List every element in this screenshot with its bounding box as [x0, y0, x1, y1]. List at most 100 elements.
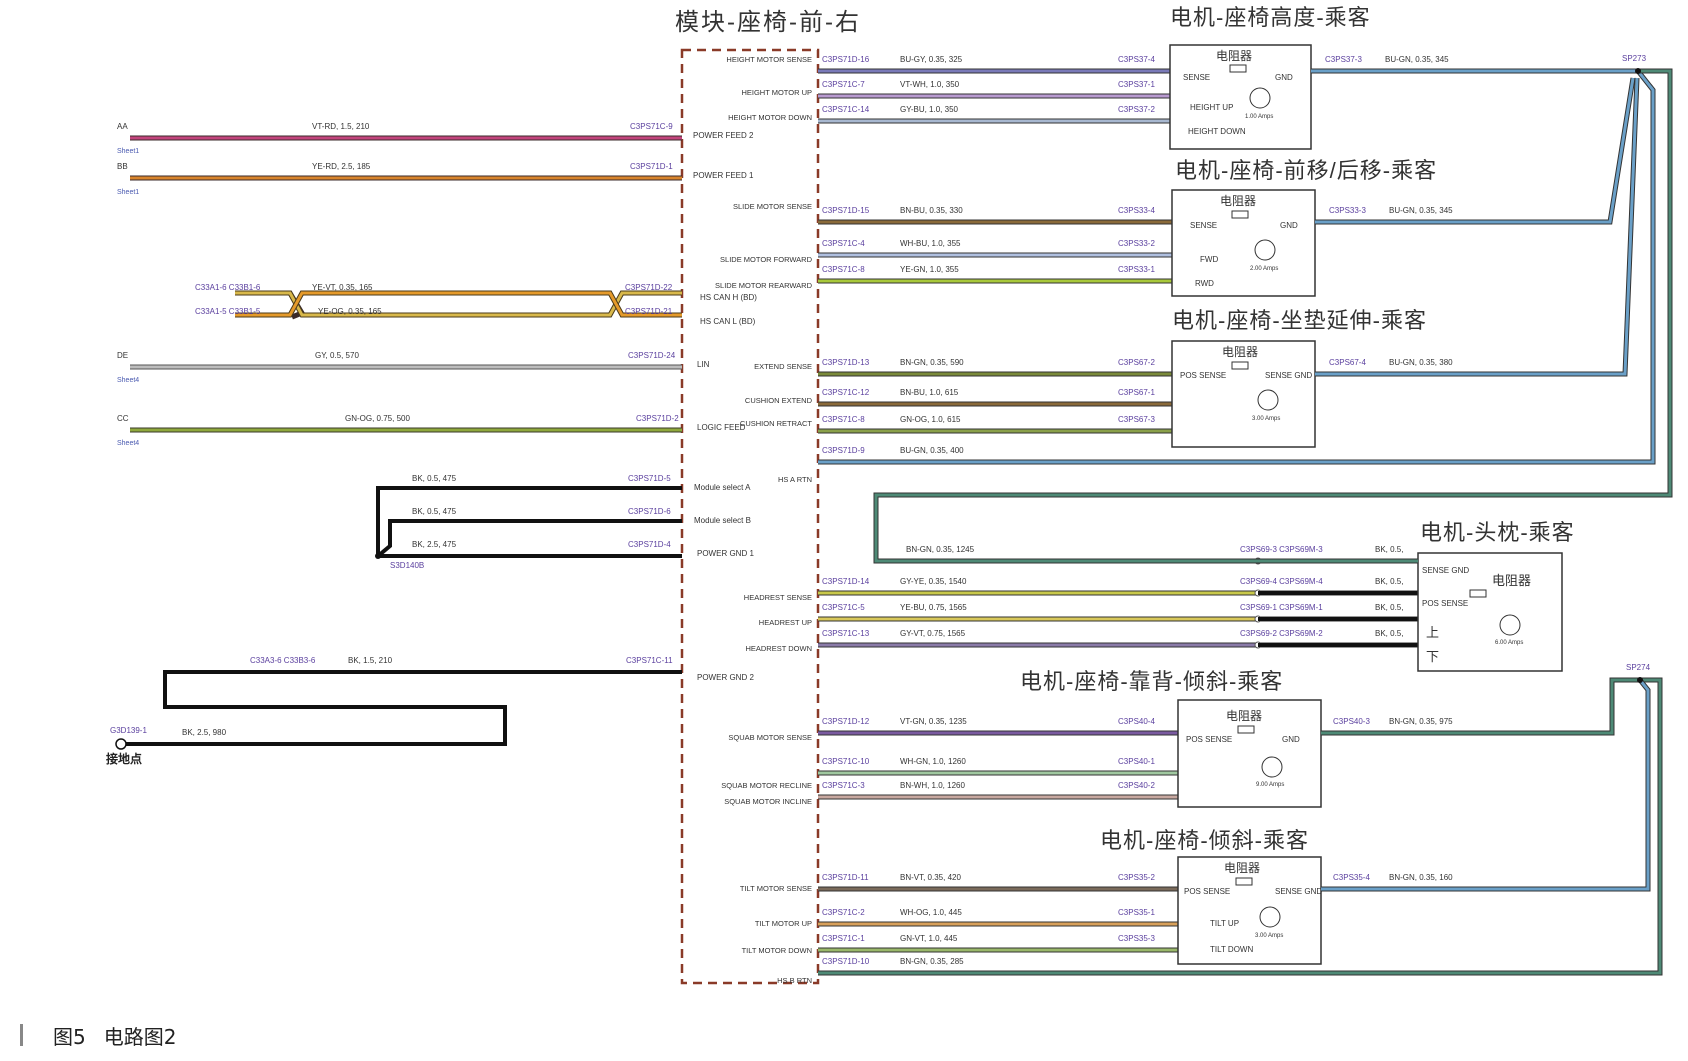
module-pin-label: HS A RTN	[778, 475, 812, 484]
splice-label: S3D140B	[390, 561, 424, 570]
can-left-connectors-h: C33A1-6 C33B1-6	[195, 283, 261, 292]
wire-label: WH-GN, 1.0, 1260	[900, 757, 966, 766]
wire-label-aa: VT-RD, 1.5, 210	[312, 122, 370, 131]
gnd-wire-label-3: BK, 2.5, 475	[412, 540, 457, 549]
wire-de: DE Sheet4 GY, 0.5, 570 C3PS71D-24 LIN	[117, 351, 710, 384]
wire-cc: CC Sheet4 GN-OG, 0.75, 500 C3PS71D-2 LOG…	[117, 414, 746, 447]
wire-sheet-cc: Sheet4	[117, 440, 139, 447]
motor-cushion: 电机-座椅-坐垫延伸-乘客 电阻器 POS SENSE SENSE GND 3.…	[1171, 308, 1426, 448]
motor-out-connector-slide: C3PS33-3	[1329, 206, 1366, 215]
module-pin-label: CUSHION RETRACT	[740, 419, 813, 428]
wire-to-connector: C3PS69-1 C3PS69M-1	[1240, 603, 1323, 612]
pin-hs-can-h: HS CAN H (BD)	[700, 293, 757, 302]
motor-amps: 9.00 Amps	[1256, 782, 1284, 788]
resistor-label-recline: 电阻器	[1226, 709, 1262, 723]
motor-pin-up: 上	[1426, 625, 1439, 640]
motor-pin-pos-sense: POS SENSE	[1184, 887, 1230, 896]
wire-to-connector: C3PS37-4	[1118, 55, 1155, 64]
module-pin-label: SLIDE MOTOR REARWARD	[715, 281, 813, 290]
module-pin-label: HEIGHT MOTOR UP	[741, 88, 812, 97]
wire-label: GY-YE, 0.35, 1540	[900, 577, 967, 586]
motor-headrest: 电机-头枕-乘客 电阻器 SENSE GND POS SENSE 上 下 6.0…	[1417, 520, 1574, 672]
seat-module-front-right: 模块-座椅-前-右	[675, 9, 861, 985]
motor-pin-fwd: FWD	[1200, 255, 1218, 264]
return-wires: SP273 SP274 C3PS37-3 BU-GN, 0.35, 345 C3…	[818, 54, 1673, 976]
wire-to-connector: C3PS69-3 C3PS69M-3	[1240, 545, 1323, 554]
wire-label: VT-WH, 1.0, 350	[900, 80, 960, 89]
wire-from-connector: C3PS71C-10	[822, 757, 870, 766]
motor-pin-gnd: GND	[1275, 73, 1293, 82]
wire-from-connector: C3PS71C-8	[822, 265, 865, 274]
motor-out-connector-height: C3PS37-3	[1325, 55, 1362, 64]
wire-to-connector: C3PS33-2	[1118, 239, 1155, 248]
module-pin-label: HEADREST UP	[759, 618, 812, 627]
splice-sp273: SP273	[1622, 54, 1647, 63]
resistor-label-slide: 电阻器	[1220, 194, 1256, 208]
wire-label: GN-VT, 1.0, 445	[900, 934, 958, 943]
pin-power-gnd-1: POWER GND 1	[697, 549, 754, 558]
wire-tag-de: DE	[117, 351, 128, 360]
motor-amps: 2.00 Amps	[1250, 266, 1278, 272]
motor-pin-rwd: RWD	[1195, 279, 1214, 288]
wire-bb: BB Sheet1 YE-RD, 2.5, 185 C3PS71D-1 POWE…	[117, 162, 754, 196]
wire-from-connector: C3PS71C-12	[822, 388, 870, 397]
pin-lin: LIN	[697, 360, 710, 369]
wire-to-connector: C3PS37-1	[1118, 80, 1155, 89]
figure-title: 电路图2	[103, 1024, 177, 1049]
resistor-icon	[1229, 64, 1247, 73]
gnd-wire-label-2: BK, 0.5, 475	[412, 507, 457, 516]
wire-from-connector: C3PS71D-12	[822, 717, 870, 726]
module-title: 模块-座椅-前-右	[675, 9, 861, 36]
wire-to-connector: C3PS35-1	[1118, 908, 1155, 917]
motor-out-connector-tilt: C3PS35-4	[1333, 873, 1370, 882]
gnd-wire-label-980: BK, 2.5, 980	[182, 728, 227, 737]
wire-extra-label: BK, 0.5,	[1375, 577, 1403, 586]
gnd-connector-2: C3PS71D-6	[628, 507, 671, 516]
motor-pin-tilt-down: TILT DOWN	[1210, 945, 1253, 954]
wire-label: VT-GN, 0.35, 1235	[900, 717, 967, 726]
pin-module-select-b: Module select B	[694, 516, 751, 525]
module-pin-label: HEADREST SENSE	[744, 593, 812, 602]
can-h-connector: C3PS71D-22	[625, 283, 673, 292]
wire-from-connector: C3PS71C-14	[822, 105, 870, 114]
wire-label: BU-GN, 0.35, 400	[900, 446, 964, 455]
wire-connector-bb: C3PS71D-1	[630, 162, 673, 171]
can-bus-pair: C33A1-6 C33B1-6 C33A1-5 C33B1-5 YE-VT, 0…	[195, 283, 757, 326]
wire-to-connector: C3PS33-4	[1118, 206, 1155, 215]
module-pin-label: HEIGHT MOTOR DOWN	[728, 113, 812, 122]
motor-pin-tilt-up: TILT UP	[1210, 919, 1239, 928]
pin-power-gnd-2: POWER GND 2	[697, 673, 754, 682]
wire-from-connector: C3PS71D-9	[822, 446, 865, 455]
can-l-connector: C3PS71D-21	[625, 307, 673, 316]
motor-icon	[1259, 906, 1281, 928]
motor-icon	[1257, 389, 1279, 411]
motor-amps: 3.00 Amps	[1252, 416, 1280, 422]
motor-out-label-height: BU-GN, 0.35, 345	[1385, 55, 1449, 64]
gnd-connector-3: C3PS71D-4	[628, 540, 671, 549]
wire-from-connector: C3PS71D-13	[822, 358, 870, 367]
motor-icon	[1499, 614, 1521, 636]
wire-to-connector: C3PS69-2 C3PS69M-2	[1240, 629, 1323, 638]
motor-out-label-slide: BU-GN, 0.35, 345	[1389, 206, 1453, 215]
module-pin-label: TILT MOTOR UP	[755, 919, 812, 928]
wire-to-connector: C3PS37-2	[1118, 105, 1155, 114]
pin-module-select-a: Module select A	[694, 483, 751, 492]
motor-pin-gnd: GND	[1280, 221, 1298, 230]
wire-sheet-de: Sheet4	[117, 377, 139, 384]
ground-group-1: BK, 0.5, 475 BK, 0.5, 475 BK, 2.5, 475 C…	[375, 474, 754, 570]
wire-label-cc: GN-OG, 0.75, 500	[345, 414, 410, 423]
motor-out-label-tilt: BN-GN, 0.35, 160	[1389, 873, 1453, 882]
wire-to-connector: C3PS40-2	[1118, 781, 1155, 790]
wire-from-connector: C3PS71C-1	[822, 934, 865, 943]
gnd-connector-1: C3PS71D-5	[628, 474, 671, 483]
ground-id: G3D139-1	[110, 726, 147, 735]
